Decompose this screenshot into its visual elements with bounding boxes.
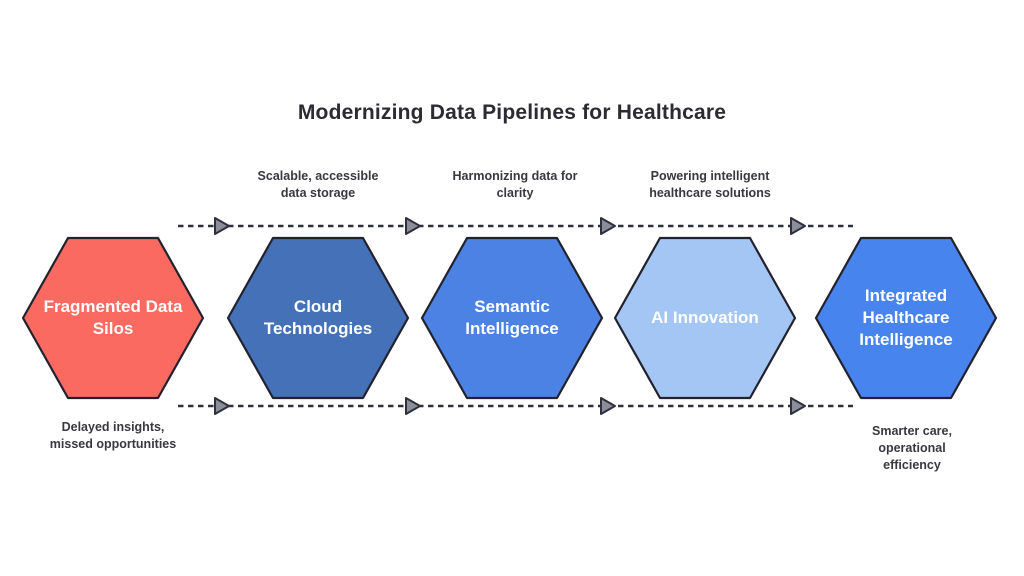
hexagon-semantic-intelligence [420, 236, 604, 400]
stage-label-ai-innovation: AI Innovation [651, 307, 759, 327]
stage-label-integrated-healthcare-intelligence: Integrated Healthcare Intelligence [859, 285, 953, 350]
arrowhead-icon [600, 397, 616, 415]
arrowhead-icon [214, 217, 230, 235]
transition-label-harmonizing: Harmonizing data for clarity [452, 169, 578, 200]
diagram-title: Modernizing Data Pipelines for Healthcar… [297, 101, 727, 124]
outcome-label-end: Smarter care, operational efficiency [872, 424, 952, 472]
hexagon-ai-innovation [613, 236, 797, 400]
bottom-line-arrowheads [214, 397, 806, 415]
hexagon-cloud-technologies [226, 236, 410, 400]
hexagon-integrated-healthcare-intelligence [814, 236, 998, 400]
arrowhead-icon [600, 217, 616, 235]
top-line-arrowheads [214, 217, 806, 235]
hexagon-fragmented-data-silos [21, 236, 205, 400]
transition-label-data-storage: Scalable, accessible data storage [257, 169, 379, 200]
arrowhead-icon [405, 217, 421, 235]
stage-label-semantic-intelligence: Semantic Intelligence [465, 296, 559, 338]
outcome-label-start: Delayed insights, missed opportunities [49, 420, 177, 451]
arrowhead-icon [790, 397, 806, 415]
arrowhead-icon [790, 217, 806, 235]
arrowhead-icon [214, 397, 230, 415]
transition-label-powering: Powering intelligent healthcare solution… [649, 169, 771, 200]
stage-label-fragmented-data-silos: Fragmented Data Silos [43, 296, 183, 338]
arrowhead-icon [405, 397, 421, 415]
stage-label-cloud-technologies: Cloud Technologies [263, 296, 373, 338]
